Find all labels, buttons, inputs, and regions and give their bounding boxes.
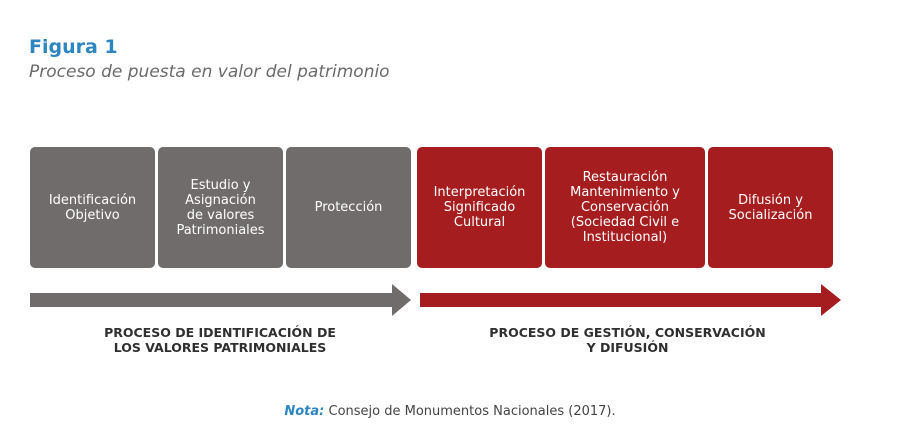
step-proteccion: Protección [286,147,411,268]
step-restauracion: Restauración Mantenimiento y Conservació… [545,147,705,268]
step-identificacion: Identificación Objetivo [30,147,155,268]
source-note-label: Nota: [284,404,325,419]
management-process-label: PROCESO DE GESTIÓN, CONSERVACIÓN Y DIFUS… [489,325,766,355]
step-difusion: Difusión y Socialización [708,147,833,268]
step-estudio: Estudio y Asignación de valores Patrimon… [158,147,283,268]
source-note-text: Consejo de Monumentos Nacionales (2017). [328,404,616,419]
identification-process-label: PROCESO DE IDENTIFICACIÓN DE LOS VALORES… [104,325,336,355]
source-note: Nota: Consejo de Monumentos Nacionales (… [0,404,900,419]
step-interpretacion: Interpretación Significado Cultural [417,147,542,268]
figure-label: Figura 1 [29,36,118,58]
figure-title: Proceso de puesta en valor del patrimoni… [29,62,390,82]
management-arrow [420,284,841,316]
identification-arrow [30,284,411,316]
